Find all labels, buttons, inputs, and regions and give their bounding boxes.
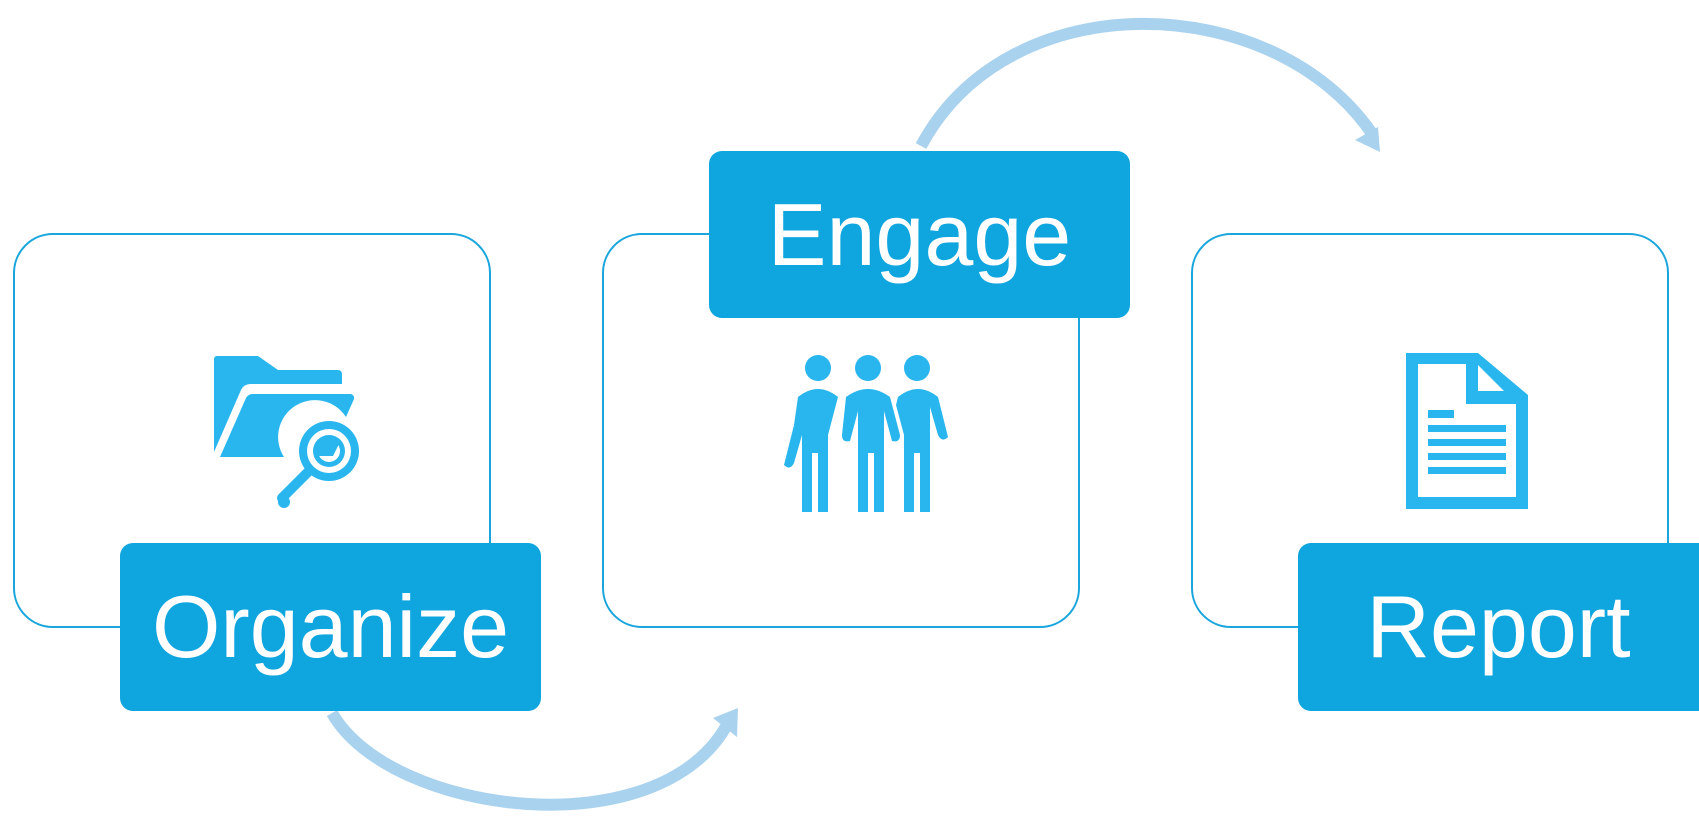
group-people-icon (778, 352, 960, 513)
step-label-report-text: Report (1366, 577, 1631, 676)
folder-search-icon (212, 352, 368, 510)
step-label-report: Report (1298, 543, 1699, 711)
arrow-organize-to-engage (326, 708, 738, 811)
step-label-engage-text: Engage (767, 184, 1072, 284)
step-label-organize: Organize (120, 543, 541, 711)
arrow-engage-to-report (915, 17, 1380, 152)
step-label-engage: Engage (709, 151, 1130, 318)
document-icon (1404, 351, 1529, 511)
step-label-organize-text: Organize (151, 577, 510, 676)
